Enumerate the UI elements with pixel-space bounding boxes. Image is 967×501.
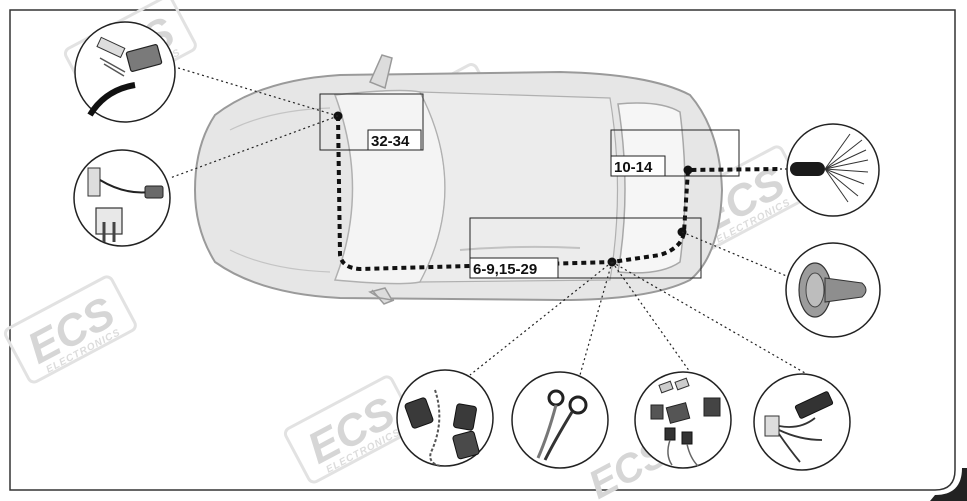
rear-window xyxy=(617,102,686,274)
side-line xyxy=(459,245,581,251)
scotchlok-connectors-icon xyxy=(396,369,494,467)
front-section-label: 32-34 xyxy=(371,133,410,150)
small-connectors-icon xyxy=(634,371,732,469)
rear-callout-box xyxy=(610,129,740,177)
ring-terminal-icon xyxy=(511,371,609,469)
rubber-grommet-icon xyxy=(785,242,881,338)
roof xyxy=(418,91,619,283)
middle-label-bg xyxy=(469,257,559,279)
leader-lines xyxy=(169,66,809,376)
front-label-bg xyxy=(367,129,422,151)
mirror-top xyxy=(368,54,393,90)
plug-adapter-icon xyxy=(753,373,851,471)
middle-section-label: 6-9,15-29 xyxy=(473,261,537,278)
middle-callout-box xyxy=(469,217,702,279)
harness-wire xyxy=(336,115,781,272)
hood-line xyxy=(229,107,331,273)
car-top-view xyxy=(193,54,724,305)
rear-section-label: 10-14 xyxy=(614,159,653,176)
rear-label-bg xyxy=(610,155,666,177)
fuse-adapter-icon xyxy=(73,149,171,247)
wire-bundle-icon xyxy=(786,123,880,217)
rear-top-node xyxy=(683,165,693,175)
fuse-connector-icon xyxy=(74,21,176,123)
mirror-bottom xyxy=(368,287,395,305)
corner-accent xyxy=(930,468,967,501)
